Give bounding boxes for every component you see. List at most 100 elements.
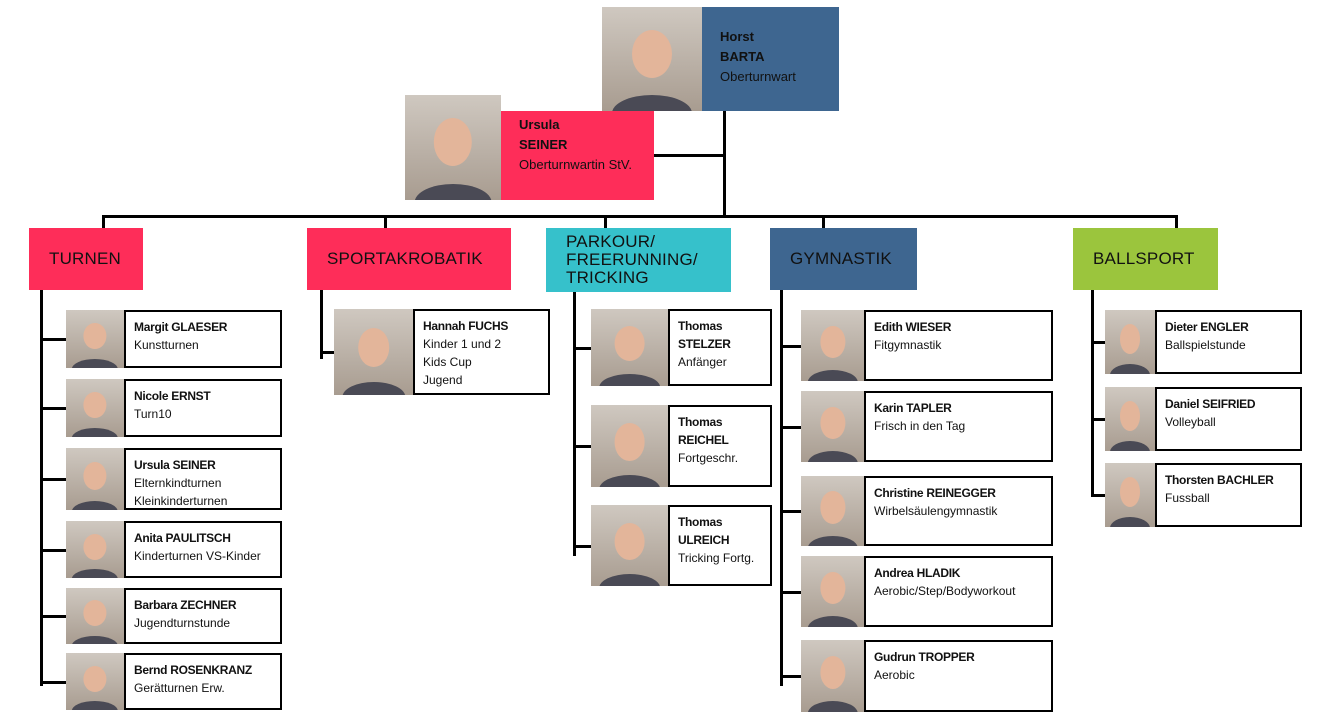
connector-line	[780, 591, 801, 594]
silhouette-head	[1120, 401, 1140, 431]
connector-line	[40, 615, 66, 618]
leader-first-name: Horst	[720, 29, 754, 44]
member-name: Ursula SEINER	[134, 458, 216, 472]
member-name: Daniel SEIFRIED	[1165, 397, 1256, 411]
leader-role: Oberturnwartin StV.	[519, 157, 632, 172]
category-header: BALLSPORT	[1073, 228, 1218, 290]
member-role: Elternkindturnen	[134, 476, 222, 490]
member-photo	[1105, 387, 1155, 451]
member-role: Tricking Fortg.	[678, 551, 755, 565]
member-role: Gerätturnen Erw.	[134, 681, 225, 695]
silhouette-head	[614, 522, 645, 561]
silhouette-body	[71, 428, 119, 437]
silhouette-body	[341, 382, 406, 395]
member-name: Thomas REICHEL	[678, 415, 729, 447]
member-name: Thomas STELZER	[678, 319, 731, 351]
member-name: Hannah FUCHS	[423, 319, 509, 333]
connector-line	[1091, 494, 1105, 497]
connector-line	[384, 216, 387, 228]
member-name: Edith WIESER	[874, 320, 952, 334]
leader-last-name: SEINER	[519, 137, 568, 152]
member-photo	[66, 310, 124, 368]
connector-line	[780, 510, 801, 513]
member-role: Anfänger	[678, 355, 727, 369]
category-header: SPORTAKROBATIK	[307, 228, 511, 290]
member-name: Bernd ROSENKRANZ	[134, 663, 252, 677]
connector-line	[102, 216, 105, 228]
silhouette-body	[71, 635, 119, 644]
connector-line	[780, 345, 801, 348]
connector-line	[102, 215, 1178, 218]
member-role: Turn10	[134, 407, 172, 421]
silhouette-head	[1120, 477, 1140, 507]
member-role: Fortgeschr.	[678, 451, 739, 465]
leader-photo	[602, 7, 702, 111]
member-photo	[66, 653, 124, 710]
member-role: Kleinkinderturnen	[134, 494, 228, 508]
member-card: Thomas REICHEL Fortgeschr.	[668, 405, 772, 487]
member-role: Fitgymnastik	[874, 338, 942, 352]
member-photo	[801, 391, 864, 462]
connector-line	[573, 445, 591, 448]
silhouette-head	[83, 600, 107, 627]
silhouette-body	[598, 474, 661, 487]
member-name: Thorsten BACHLER	[1165, 473, 1274, 487]
member-name: Andrea HLADIK	[874, 566, 961, 580]
silhouette-body	[71, 569, 119, 578]
silhouette-head	[83, 391, 107, 419]
member-role: Jugendturnstunde	[134, 616, 231, 630]
connector-line	[573, 292, 576, 556]
member-card: Thomas ULREICH Tricking Fortg.	[668, 505, 772, 586]
member-card: Dieter ENGLER Ballspielstunde	[1155, 310, 1302, 374]
silhouette-head	[83, 322, 107, 350]
silhouette-body	[807, 701, 858, 712]
silhouette-body	[612, 95, 692, 111]
silhouette-head	[614, 423, 645, 461]
member-name: Margit GLAESER	[134, 320, 228, 334]
connector-line	[822, 216, 825, 228]
member-photo	[591, 405, 668, 487]
member-card: Bernd ROSENKRANZ Gerätturnen Erw.	[124, 653, 282, 710]
leader-last-name: BARTA	[720, 49, 765, 64]
member-photo	[801, 476, 864, 546]
silhouette-head	[819, 491, 846, 524]
connector-line	[604, 216, 607, 228]
silhouette-head	[614, 325, 645, 362]
connector-line	[40, 478, 66, 481]
silhouette-head	[819, 571, 846, 605]
member-role: Volleyball	[1165, 415, 1216, 429]
category-header: GYMNASTIK	[770, 228, 917, 290]
member-role: Jugend	[423, 373, 463, 387]
connector-line	[40, 681, 66, 684]
leader-role: Oberturnwart	[720, 69, 796, 84]
silhouette-body	[71, 500, 119, 510]
silhouette-body	[1110, 364, 1150, 374]
member-photo	[334, 309, 413, 395]
connector-line	[320, 351, 334, 354]
member-role: Fussball	[1165, 491, 1210, 505]
member-name: Gudrun TROPPER	[874, 650, 975, 664]
category-header: PARKOUR/ FREERUNNING/ TRICKING	[546, 228, 731, 292]
connector-line	[1091, 341, 1105, 344]
member-name: Christine REINEGGER	[874, 486, 996, 500]
member-name: Thomas ULREICH	[678, 515, 730, 547]
member-role: Frisch in den Tag	[874, 419, 966, 433]
member-name: Dieter ENGLER	[1165, 320, 1249, 334]
silhouette-body	[1110, 517, 1150, 527]
silhouette-body	[414, 184, 492, 200]
silhouette-body	[807, 616, 858, 627]
member-photo	[801, 556, 864, 627]
member-photo	[66, 521, 124, 578]
member-role: Ballspielstunde	[1165, 338, 1246, 352]
leader-photo	[405, 95, 501, 200]
member-role: Kids Cup	[423, 355, 472, 369]
silhouette-body	[598, 573, 661, 586]
connector-line	[40, 338, 66, 341]
silhouette-body	[807, 451, 858, 462]
member-name: Barbara ZECHNER	[134, 598, 237, 612]
